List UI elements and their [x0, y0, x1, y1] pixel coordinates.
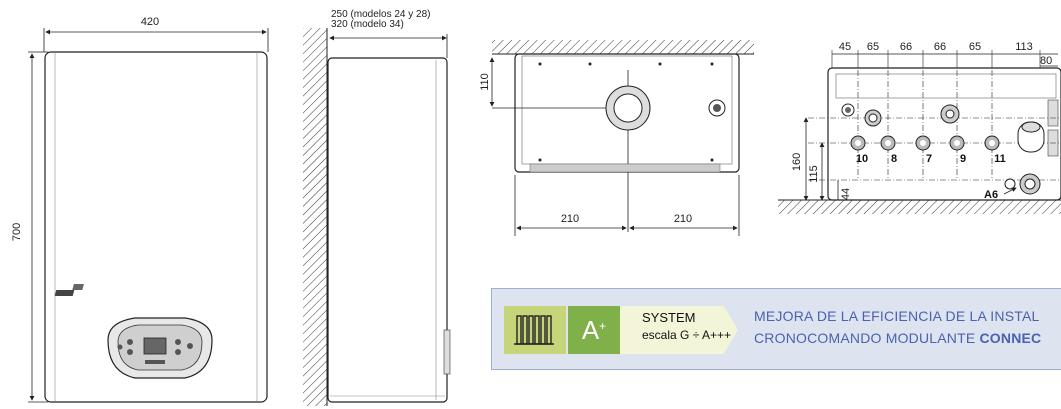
width-label: 420	[141, 16, 159, 28]
system-scale-badge: SYSTEM escala G ÷ A+++	[620, 306, 738, 354]
depth-label-2: 320 (modelo 34)	[331, 19, 404, 30]
connection-7	[915, 135, 931, 151]
floor-hatch	[778, 200, 1061, 214]
spacing-label-3: 66	[900, 41, 912, 53]
energy-class-sup: +	[599, 319, 607, 333]
spacing-label-5: 65	[969, 41, 981, 53]
depth-label-1: 250 (modelos 24 y 28)	[331, 9, 431, 20]
connection-8	[880, 135, 896, 151]
spacing-label-2: 65	[867, 41, 879, 53]
banner-line-2-prefix: CRONOCOMANDO MODULANTE	[754, 330, 980, 346]
connection-label-8: 8	[891, 153, 897, 165]
banner-line-2: CRONOCOMANDO MODULANTE CONNEC	[754, 327, 1041, 349]
scale-label: escala G ÷ A+++	[642, 328, 731, 342]
banner-text: MEJORA DE LA EFICIENCIA DE LA INSTAL CRO…	[754, 305, 1041, 349]
connection-11	[984, 135, 1000, 151]
boiler-side-body	[327, 57, 448, 403]
connection-label-11: 11	[994, 153, 1006, 165]
boiler-front-body	[44, 51, 268, 403]
front-view: 420 700	[11, 16, 269, 403]
connection-9	[949, 135, 965, 151]
spacing-label-1: 45	[839, 41, 851, 53]
left-half-label: 210	[561, 213, 579, 225]
top-wall-hatch	[492, 40, 754, 54]
system-label: SYSTEM	[642, 310, 696, 325]
offset-label: 110	[479, 73, 491, 91]
spacing-label-4: 66	[934, 41, 946, 53]
banner-line-2-bold: CONNEC	[979, 330, 1042, 346]
connection-label-7: 7	[926, 153, 932, 165]
energy-label-banner: A+ SYSTEM escala G ÷ A+++ MEJORA DE LA E…	[491, 288, 1061, 370]
spacing-label-6: 113	[1015, 41, 1033, 53]
banner-line-1: MEJORA DE LA EFICIENCIA DE LA INSTAL	[754, 308, 1040, 324]
wall-hatch	[303, 28, 327, 406]
brand-logo-icon	[54, 284, 84, 296]
right-half-label: 210	[674, 213, 692, 225]
connection-10	[850, 135, 866, 151]
top-view: 110 210 210	[479, 40, 754, 236]
right-spacing-label: 80	[1040, 55, 1052, 67]
height-label-160: 160	[791, 153, 803, 171]
radiator-icon	[504, 306, 566, 354]
control-panel	[107, 317, 213, 379]
height-label-115: 115	[808, 165, 820, 183]
energy-class: A	[581, 315, 600, 345]
connection-label-9: 9	[960, 153, 966, 165]
side-view: 250 (modelos 24 y 28) 320 (modelo 34)	[303, 9, 451, 406]
control-display	[143, 337, 167, 355]
connection-label-10: 10	[856, 153, 868, 165]
height-label: 700	[11, 223, 23, 241]
a6-label: A6	[984, 189, 998, 201]
connections-view: 45 65 66 66 65 113 80	[778, 41, 1061, 214]
energy-class-badge: A+	[568, 306, 620, 354]
height-label-44: 44	[840, 188, 852, 200]
